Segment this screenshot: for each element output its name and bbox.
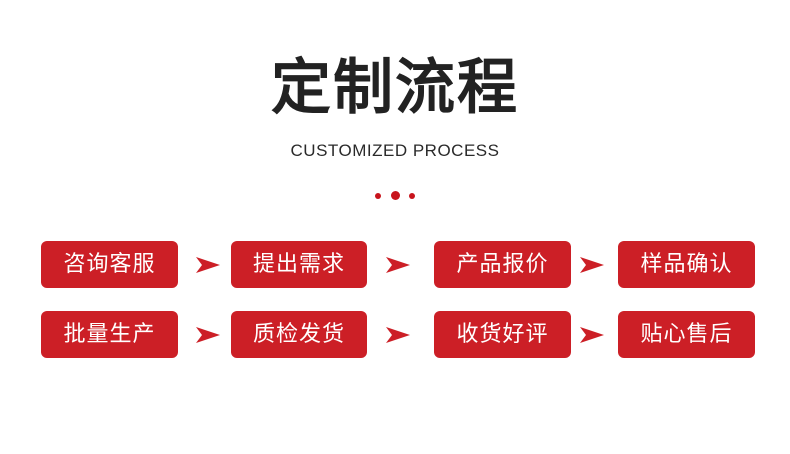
page-subtitle: CUSTOMIZED PROCESS: [290, 141, 500, 160]
step-mass-production: 批量生产: [41, 311, 178, 358]
step-sample-confirm: 样品确认: [618, 241, 755, 288]
right-arrow-icon: [386, 255, 410, 275]
right-arrow-icon: [580, 255, 604, 275]
dot-icon: [409, 193, 415, 199]
step-after-sales: 贴心售后: [618, 311, 755, 358]
decorative-dots: [375, 190, 417, 202]
step-consult-service: 咨询客服: [41, 241, 178, 288]
right-arrow-icon: [196, 325, 220, 345]
step-product-quote: 产品报价: [434, 241, 571, 288]
page-title: 定制流程: [271, 53, 519, 123]
step-receive-review: 收货好评: [434, 311, 571, 358]
step-submit-requirements: 提出需求: [231, 241, 367, 288]
dot-icon: [375, 193, 381, 199]
right-arrow-icon: [196, 255, 220, 275]
dot-icon: [391, 191, 400, 200]
right-arrow-icon: [386, 325, 410, 345]
step-inspection-shipping: 质检发货: [231, 311, 367, 358]
right-arrow-icon: [580, 325, 604, 345]
